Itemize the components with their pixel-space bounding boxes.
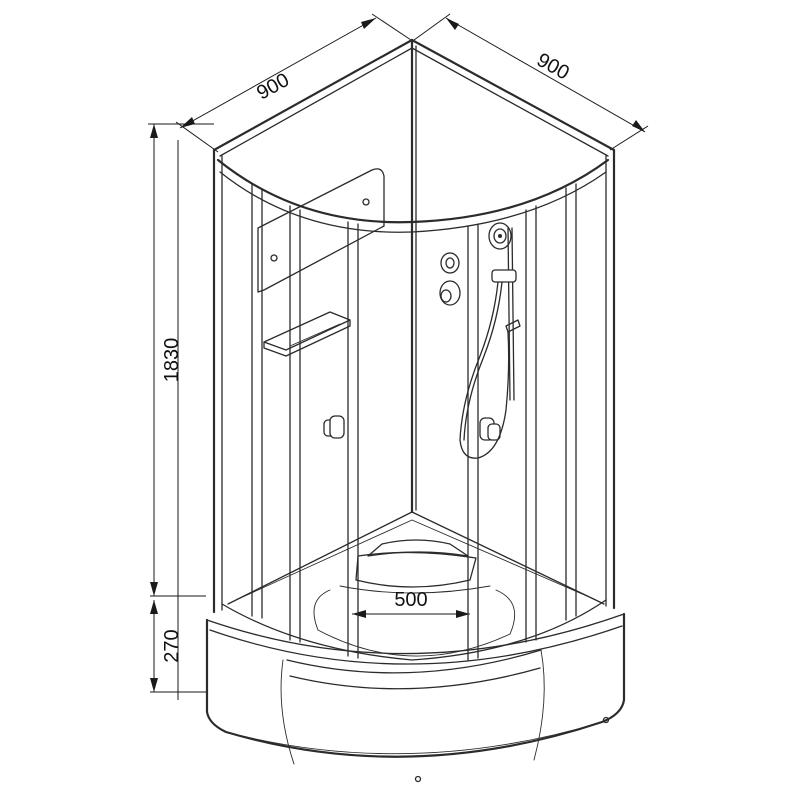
rail-slider [491,269,517,283]
tray-panel-seam-left [280,659,295,765]
bottom-rail [221,599,607,661]
label-height-cabin: 1830 [161,338,183,383]
dim-arrow [180,117,195,128]
label-height-tray: 270 [161,629,183,662]
basin-front-curve [317,629,511,657]
basin-left-curve [313,589,331,631]
dim-arrow [352,610,366,618]
dim-arrow [446,18,459,30]
tray-foot [602,716,610,724]
label-tray-inner: 500 [394,589,427,611]
shower-head-icon[interactable] [488,222,512,250]
basin-seat-face [355,551,477,588]
slide-rail [507,227,511,401]
dim-arrow [632,120,645,132]
wall-panel [257,168,385,293]
basin-back-edges-inner [235,519,597,601]
door-handle-right[interactable] [479,417,501,441]
tray-foot [414,775,422,783]
dim-arrow [150,600,158,614]
dimension-lines [148,13,649,700]
shelf-front [263,319,351,357]
tray-top-edge [206,613,625,655]
shower-hose [459,281,510,459]
label-width-right: 900 [533,49,573,84]
wall-panel-bolt [362,198,370,206]
dimension-labels: 900 900 1830 270 500 [161,49,573,663]
shelf-rail [289,323,341,347]
tray-panel-seam-right [533,649,545,761]
basin-right-curve [495,589,516,635]
control-knob-lower[interactable] [439,280,461,306]
door-handle-left[interactable] [323,415,345,439]
dim-arrow [456,610,470,618]
dim-extension [413,13,451,41]
label-width-left: 900 [253,69,293,104]
dim-arrow [361,18,376,29]
control-knob-upper[interactable] [440,252,460,274]
dim-extension [371,13,415,43]
tray-bottom-rim [225,721,603,755]
shower-tray [205,511,626,783]
wall-panel-bolt [270,254,278,262]
back-wall-fixtures [257,168,521,459]
tray-front-panel-band [289,667,541,690]
dim-arrow [150,582,158,596]
tray-front-panel-top [286,649,542,674]
cabin-frame [212,38,616,661]
dim-arrow [150,124,158,138]
dim-line-width-right [445,17,646,133]
slide-rail [511,227,515,401]
tray-top-edge-inner [209,625,623,665]
dim-line-width-left [179,17,377,129]
hose-outlet [505,319,521,333]
shelf [263,311,351,351]
basin-floor-edge [339,585,491,594]
tray-outline [205,612,626,758]
dim-arrow [150,678,158,692]
shower-hose-inner [463,281,503,441]
